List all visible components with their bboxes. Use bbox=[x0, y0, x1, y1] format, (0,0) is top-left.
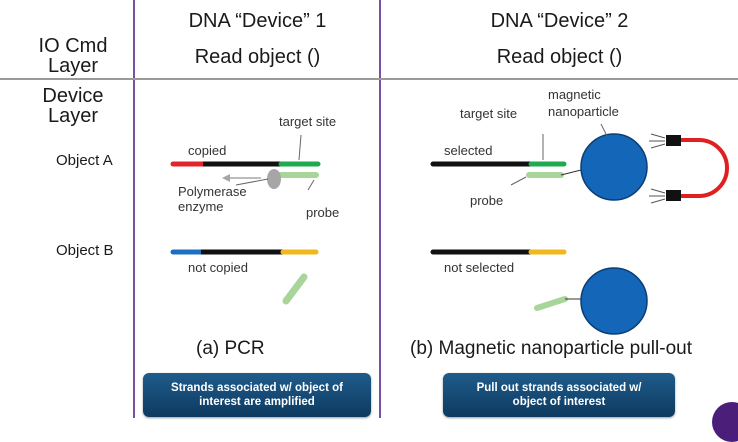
layer-separator bbox=[0, 78, 738, 80]
probe-leader bbox=[307, 179, 315, 191]
pcr-probe-label: probe bbox=[306, 205, 340, 220]
free-probe bbox=[282, 273, 308, 305]
magnet-pole-top bbox=[666, 135, 681, 146]
magnetic-nanoparticle-b bbox=[580, 267, 648, 335]
pcr-caption: (a) PCR bbox=[196, 338, 265, 359]
magnetic-note-box: Pull out strands associated w/ object of… bbox=[443, 373, 675, 417]
polymerase-enzyme-shape bbox=[267, 169, 281, 189]
nanoparticle-label: magnetic nanoparticle bbox=[548, 87, 619, 119]
target-site-leader bbox=[298, 134, 302, 161]
device-1-title: DNA “Device” 1 bbox=[188, 10, 327, 32]
magnet-shape bbox=[679, 138, 729, 198]
magnet-inner bbox=[681, 145, 722, 191]
object-b-label: Object B bbox=[56, 242, 114, 259]
polymerase-label: Polymerase enzyme bbox=[178, 184, 247, 214]
field-line bbox=[650, 198, 666, 204]
device-2-command: Read object () bbox=[496, 46, 623, 68]
object-a-label: Object A bbox=[56, 152, 113, 169]
polymerase-leader bbox=[235, 178, 269, 186]
column-divider-left bbox=[133, 0, 135, 418]
field-line bbox=[650, 143, 666, 149]
magnet-pole-bottom bbox=[666, 190, 681, 201]
corner-decoration bbox=[712, 402, 738, 442]
probe-tether bbox=[560, 169, 582, 176]
column-divider-right bbox=[379, 0, 381, 418]
free-mag-probe bbox=[534, 296, 568, 311]
not-copied-label: not copied bbox=[188, 260, 248, 275]
magnetic-nanoparticle-a bbox=[580, 133, 648, 201]
magnetic-diagram bbox=[430, 123, 729, 335]
extension-arrow-head bbox=[222, 174, 230, 182]
magnetic-caption: (b) Magnetic nanoparticle pull-out bbox=[410, 338, 692, 359]
nanoparticle-leader bbox=[600, 123, 608, 137]
mag-probe-leader bbox=[510, 176, 527, 186]
field-line bbox=[650, 133, 666, 139]
device-layer-label: Device Layer bbox=[42, 85, 104, 127]
io-cmd-layer-label: IO Cmd Layer bbox=[38, 35, 108, 77]
device-1-command: Read object () bbox=[194, 46, 321, 68]
pcr-diagram bbox=[170, 134, 321, 305]
field-line bbox=[650, 188, 666, 194]
not-selected-label: not selected bbox=[444, 260, 515, 275]
selected-label: selected bbox=[444, 143, 493, 158]
mag-target-site-label: target site bbox=[460, 106, 518, 121]
pcr-note-box: Strands associated w/ object of interest… bbox=[143, 373, 371, 417]
pcr-target-site-label: target site bbox=[279, 114, 337, 129]
pcr-copied-label: copied bbox=[188, 143, 227, 158]
device-2-title: DNA “Device” 2 bbox=[490, 10, 629, 32]
mag-probe-label: probe bbox=[470, 193, 504, 208]
